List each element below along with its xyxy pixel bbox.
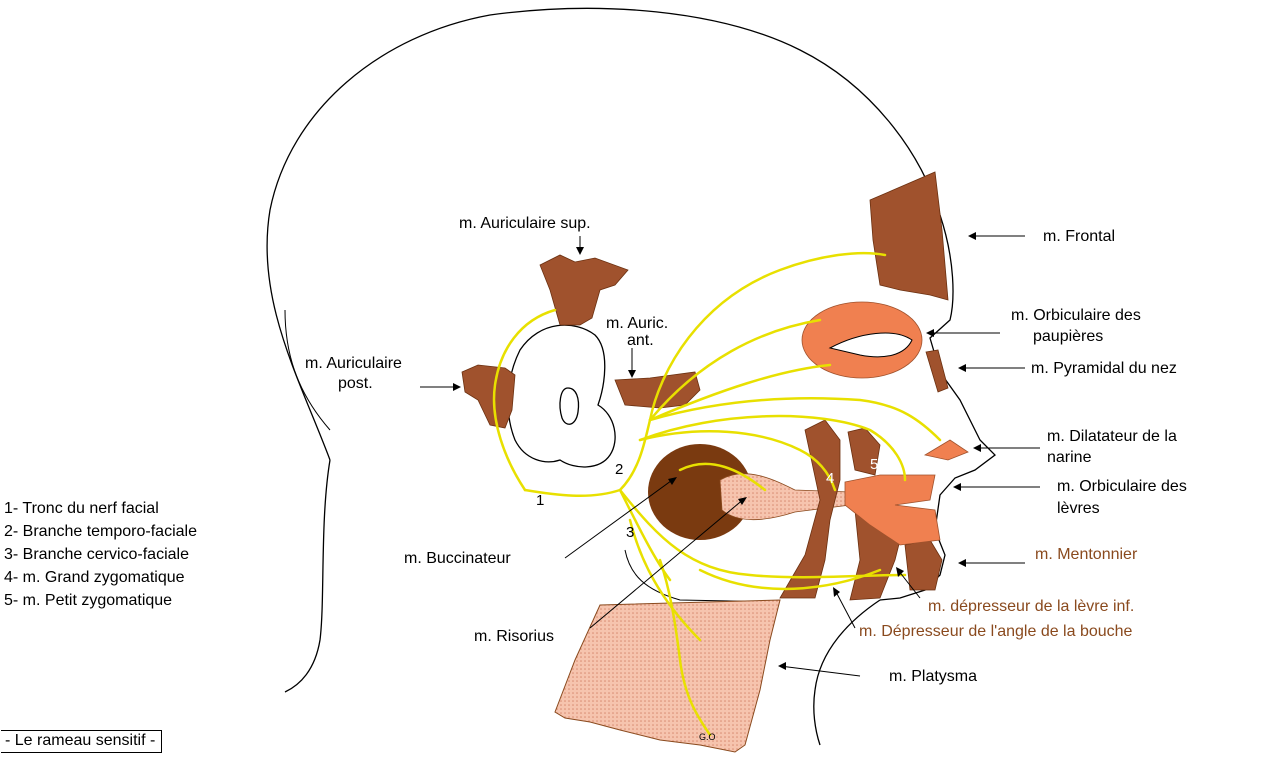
label-orbic-paup-2: paupières: [1033, 327, 1103, 346]
label-risorius: m. Risorius: [474, 627, 554, 646]
label-orbic-levres-2: lèvres: [1057, 499, 1100, 518]
label-pyramidal: m. Pyramidal du nez: [1031, 359, 1177, 378]
label-orbic-paup-1: m. Orbiculaire des: [1011, 306, 1141, 325]
label-mentonnier: m. Mentonnier: [1035, 545, 1137, 564]
number-3: 3: [626, 524, 634, 541]
nostril-muscle: [925, 440, 968, 460]
number-5: 5: [870, 456, 878, 473]
signature: G.O: [699, 732, 716, 742]
label-frontal: m. Frontal: [1043, 227, 1115, 246]
legend-item: 1- Tronc du nerf facial: [4, 497, 197, 520]
label-platysma: m. Platysma: [889, 667, 977, 686]
label-buccinateur: m. Buccinateur: [404, 549, 511, 568]
label-dilatateur-2: narine: [1047, 448, 1091, 467]
legend-item: 5- m. Petit zygomatique: [4, 589, 197, 612]
legend: 1- Tronc du nerf facial 2- Branche tempo…: [4, 497, 197, 612]
number-1: 1: [536, 492, 544, 509]
number-2: 2: [615, 461, 623, 478]
mentalis-muscle: [905, 540, 942, 590]
label-auric-ant-2: ant.: [627, 331, 654, 350]
auricular-post-muscle: [462, 365, 515, 428]
label-auric-sup: m. Auriculaire sup.: [459, 214, 591, 233]
label-dilatateur-1: m. Dilatateur de la: [1047, 427, 1177, 446]
number-4: 4: [826, 470, 834, 487]
label-auric-post-1: m. Auriculaire: [305, 354, 402, 373]
sensory-branch-box: - Le rameau sensitif -: [1, 730, 162, 753]
neck-back-outline: [285, 460, 330, 692]
label-depresseur-levre: m. dépresseur de la lèvre inf.: [928, 597, 1134, 616]
platysma-muscle: [555, 600, 780, 752]
legend-item: 3- Branche cervico-faciale: [4, 543, 197, 566]
label-depresseur-angle: m. Dépresseur de l'angle de la bouche: [859, 622, 1132, 641]
frontal-muscle: [870, 172, 948, 300]
label-auric-post-2: post.: [338, 374, 373, 393]
legend-item: 2- Branche temporo-faciale: [4, 520, 197, 543]
label-orbic-levres-1: m. Orbiculaire des: [1057, 477, 1187, 496]
pyramidal-muscle: [926, 350, 948, 392]
legend-item: 4- m. Grand zygomatique: [4, 566, 197, 589]
